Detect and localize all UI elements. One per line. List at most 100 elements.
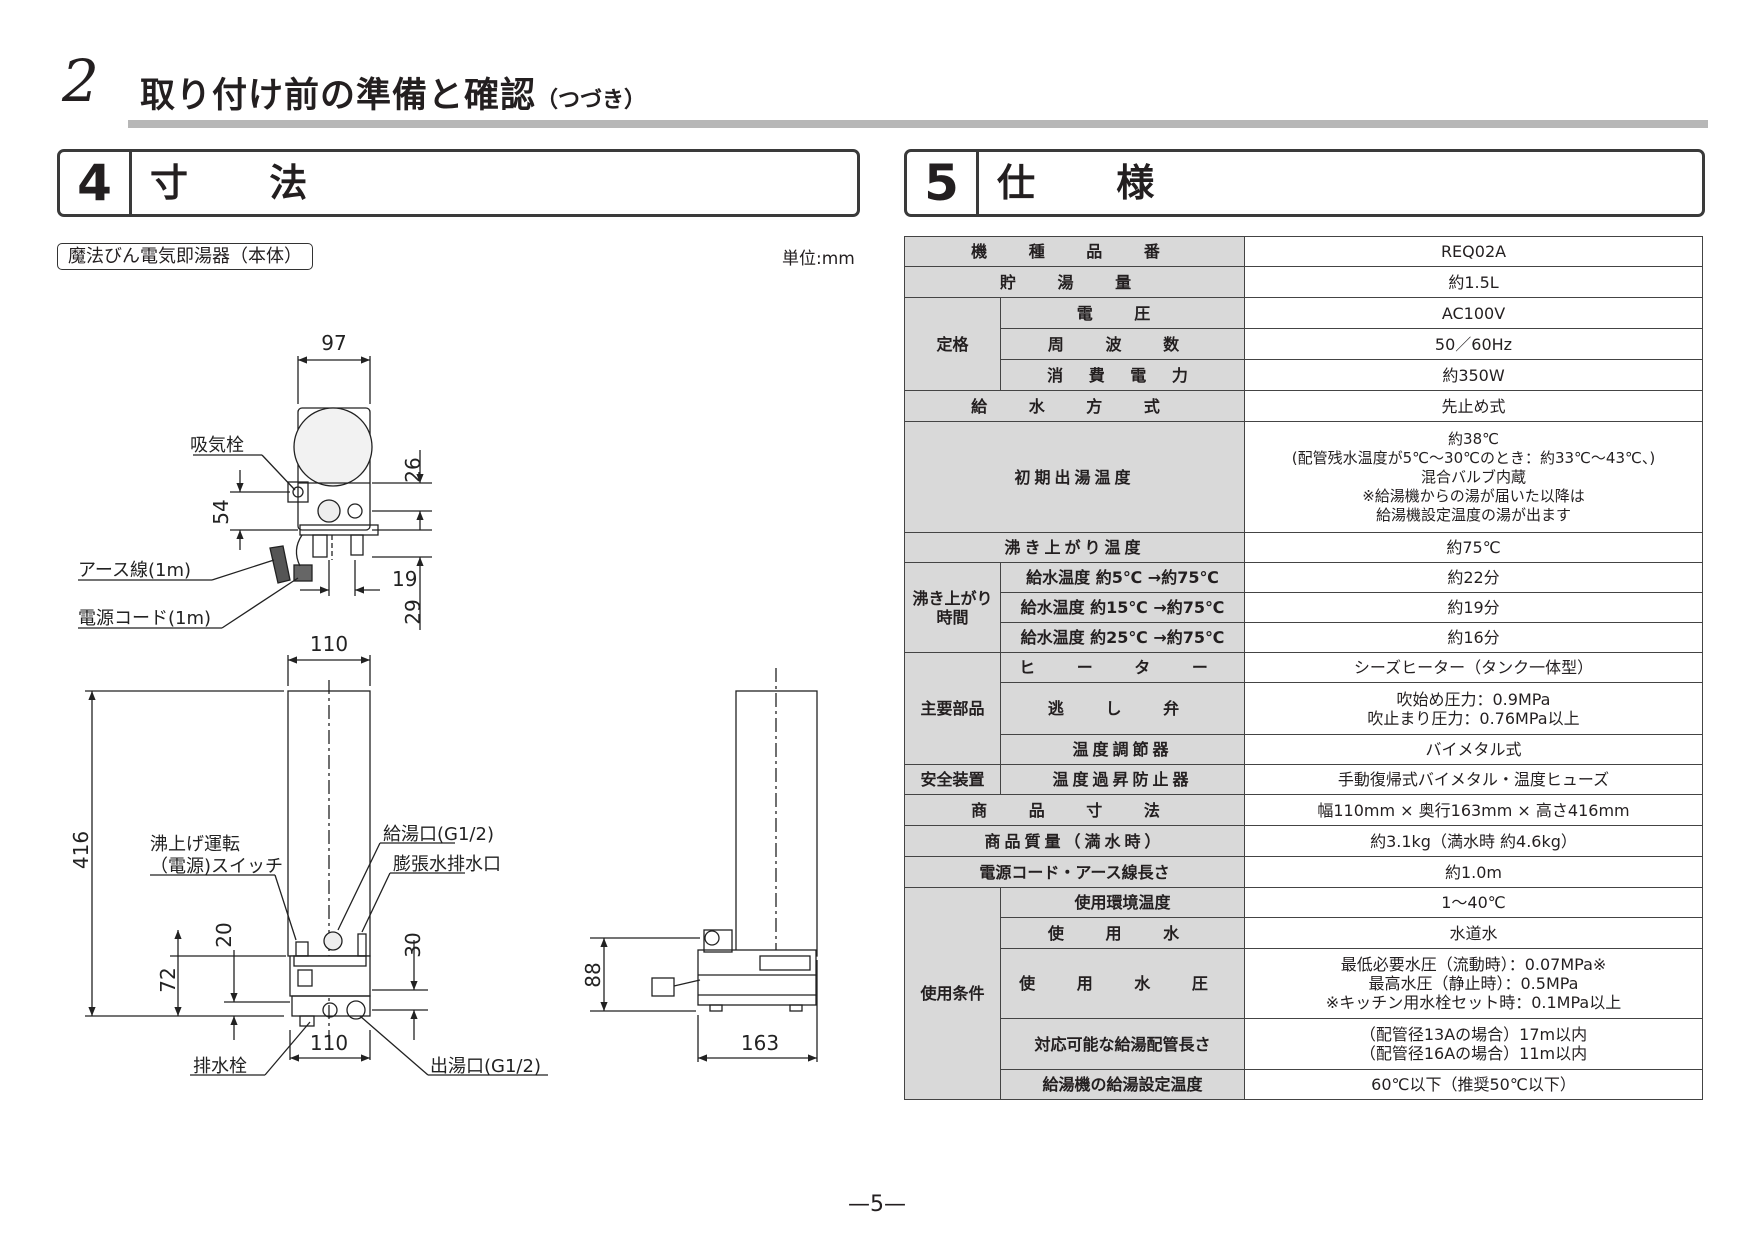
- row-safety: 安全装置 温度過昇防止器 手動復帰式バイメタル・温度ヒューズ: [904, 764, 1703, 795]
- section-4-header: 4 寸 法: [57, 149, 860, 217]
- value-relief: 吹始め圧力：0.9MPa 吹止まり圧力：0.76MPa以上: [1244, 682, 1703, 735]
- product-tag: 魔法びん電気即湯器（本体）: [57, 243, 313, 270]
- label-env: 使用環境温度: [1000, 887, 1245, 918]
- label-capacity: 貯 湯 量: [904, 266, 1245, 298]
- row-thermostat: 温度調節器 バイメタル式: [905, 734, 1703, 765]
- pressure-line-2: 最高水圧（静止時）：0.5MPa: [1368, 974, 1579, 993]
- label-boil-time-1: 給水温度 約5℃ →約75℃: [1000, 562, 1245, 593]
- section-4-number: 4: [60, 152, 132, 214]
- dim-26: 26: [401, 457, 425, 482]
- pipe-line-1: （配管径13Aの場合）17m以内: [1359, 1025, 1588, 1044]
- callout-switch-1: 沸上げ運転: [150, 834, 240, 855]
- dim-88: 88: [581, 962, 605, 987]
- row-heater: 主要部品 ヒ ー タ ー シーズヒーター（タンク一体型）: [904, 652, 1703, 765]
- row-cord: 電源コード・アース線長さ 約1.0m: [904, 856, 1703, 888]
- label-pipe: 対応可能な給湯配管長さ: [1000, 1018, 1245, 1070]
- dim-54: 54: [209, 499, 233, 524]
- row-water: 使 用 水 水道水: [905, 917, 1703, 949]
- callout-earth: アース線(1m): [78, 560, 191, 581]
- dim-front-width: 110: [310, 632, 348, 656]
- row-size: 商 品 寸 法 幅110mm × 奥行163mm × 高さ416mm: [904, 794, 1703, 826]
- row-initial-temp: 初期出湯温度 約38℃ (配管残水温度が5℃～30℃のとき：約33℃～43℃、)…: [904, 421, 1703, 533]
- label-voltage: 電 圧: [1000, 297, 1245, 329]
- value-pipe: （配管径13Aの場合）17m以内 （配管径16Aの場合）11m以内: [1244, 1018, 1703, 1070]
- dim-20: 20: [212, 922, 236, 947]
- label-frequency: 周 波 数: [1000, 328, 1245, 360]
- label-power: 消 費 電 力: [1000, 359, 1245, 391]
- value-mass: 約3.1kg（満水時 約4.6kg）: [1244, 825, 1703, 857]
- dim-bottom-width: 110: [310, 1031, 348, 1055]
- chapter-rule: [128, 120, 1708, 128]
- value-thermostat: バイメタル式: [1244, 734, 1703, 765]
- chapter-title: 取り付け前の準備と確認（つづき）: [140, 76, 646, 121]
- initial-temp-line-2: (配管残水温度が5℃～30℃のとき：約33℃～43℃、): [1291, 448, 1656, 467]
- dim-top-width: 97: [321, 331, 346, 355]
- row-frequency: 周 波 数 50／60Hz: [905, 328, 1703, 360]
- dim-163: 163: [741, 1031, 779, 1055]
- dim-19: 19: [392, 567, 417, 591]
- row-voltage: 定格 電 圧 AC100V: [904, 297, 1703, 391]
- value-cord: 約1.0m: [1244, 856, 1703, 888]
- label-supply: 給 水 方 式: [904, 390, 1245, 422]
- row-capacity: 貯 湯 量 約1.5L: [904, 266, 1703, 298]
- value-setting: 60℃以下（推奨50℃以下）: [1244, 1069, 1703, 1100]
- label-safety: 温度過昇防止器: [1000, 764, 1245, 795]
- group-main-parts: 主要部品: [904, 652, 1001, 765]
- callout-switch-2: （電源)スイッチ: [150, 856, 283, 877]
- initial-temp-line-3: 混合バルブ内蔵: [1420, 467, 1526, 486]
- section-5-header: 5 仕 様: [904, 149, 1705, 217]
- label-setting: 給湯機の給湯設定温度: [1000, 1069, 1245, 1100]
- dim-29: 29: [401, 599, 425, 624]
- callout-intake: 吸気栓: [190, 435, 244, 456]
- value-initial-temp: 約38℃ (配管残水温度が5℃～30℃のとき：約33℃～43℃、) 混合バルブ内…: [1244, 421, 1703, 533]
- callout-outlet: 出湯口(G1/2): [430, 1056, 541, 1077]
- callout-power: 電源コード(1m): [78, 608, 211, 629]
- initial-temp-line-1: 約38℃: [1448, 429, 1499, 448]
- value-pressure: 最低必要水圧（流動時）：0.07MPa※ 最高水圧（静止時）：0.5MPa ※キ…: [1244, 948, 1703, 1019]
- row-power: 消 費 電 力 約350W: [905, 359, 1703, 391]
- row-model: 機 種 品 番 REQ02A: [904, 236, 1703, 267]
- value-power: 約350W: [1244, 359, 1703, 391]
- section-5-title: 仕 様: [997, 161, 1189, 205]
- chapter-subtitle: （つづき）: [536, 88, 647, 113]
- dim-72: 72: [156, 967, 180, 992]
- label-relief: 逃 し 弁: [1000, 682, 1245, 735]
- initial-temp-line-2-text: 配管残水温度が5℃～30℃のとき：約33℃～43℃、: [1297, 448, 1650, 467]
- value-supply: 先止め式: [1244, 390, 1703, 422]
- row-boil-temp: 沸き上がり温度 約75℃: [904, 532, 1703, 563]
- value-water: 水道水: [1244, 917, 1703, 949]
- value-env: 1～40℃: [1244, 887, 1703, 918]
- label-boil-time-2: 給水温度 約15℃ →約75℃: [1000, 592, 1245, 623]
- dim-30: 30: [401, 932, 425, 957]
- callout-expansion: 膨張水排水口: [393, 854, 501, 875]
- row-mass: 商品質量（満水時） 約3.1kg（満水時 約4.6kg）: [904, 825, 1703, 857]
- value-capacity: 約1.5L: [1244, 266, 1703, 298]
- label-cord: 電源コード・アース線長さ: [904, 856, 1245, 888]
- dim-416: 416: [69, 831, 93, 869]
- initial-temp-line-5: 給湯機設定温度の湯が出ます: [1375, 505, 1571, 524]
- row-pressure: 使 用 水 圧 最低必要水圧（流動時）：0.07MPa※ 最高水圧（静止時）：0…: [905, 948, 1703, 1019]
- pressure-line-1: 最低必要水圧（流動時）：0.07MPa※: [1340, 955, 1607, 974]
- value-boil-time-3: 約16分: [1244, 622, 1703, 653]
- dimension-drawing: 97 26 54 19 29 110 416 20 30 72 110 88 1…: [69, 331, 818, 1077]
- row-boil-time-2: 給水温度 約15℃ →約75℃ 約19分: [905, 592, 1703, 623]
- label-heater: ヒ ー タ ー: [1000, 652, 1245, 683]
- group-conditions: 使用条件: [904, 887, 1001, 1100]
- value-boil-temp: 約75℃: [1244, 532, 1703, 563]
- section-4-title: 寸 法: [150, 161, 342, 205]
- callout-drain: 排水栓: [193, 1056, 247, 1077]
- group-boil-time-2: 時間: [936, 607, 969, 627]
- row-boil-time-3: 給水温度 約25℃ →約75℃ 約16分: [905, 622, 1703, 653]
- label-boil-temp: 沸き上がり温度: [904, 532, 1245, 563]
- label-model: 機 種 品 番: [904, 236, 1245, 267]
- group-boil-time-1: 沸き上がり: [912, 588, 993, 608]
- pipe-line-2: （配管径16Aの場合）11m以内: [1359, 1044, 1588, 1063]
- value-boil-time-2: 約19分: [1244, 592, 1703, 623]
- label-size: 商 品 寸 法: [904, 794, 1245, 826]
- relief-line-2: 吹止まり圧力：0.76MPa以上: [1367, 708, 1580, 728]
- group-boil-time: 沸き上がり 時間: [904, 562, 1001, 653]
- spec-table: 機 種 品 番 REQ02A 貯 湯 量 約1.5L 定格 電 圧 AC100V…: [904, 236, 1703, 1100]
- initial-temp-line-4: ※給湯機からの湯が届いた以降は: [1362, 486, 1585, 505]
- value-heater: シーズヒーター（タンク一体型）: [1244, 652, 1703, 683]
- section-5-number: 5: [907, 152, 979, 214]
